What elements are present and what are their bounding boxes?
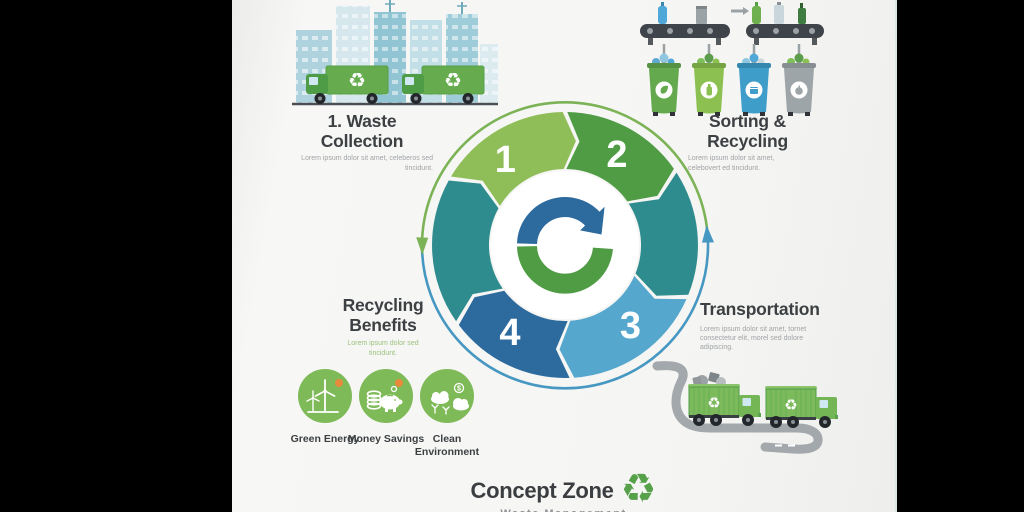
road-path: [652, 361, 823, 454]
ring-segment-6: [432, 180, 503, 322]
recycling-bin-light-green: [692, 53, 726, 116]
transportation-illustration: ♻ ♻: [652, 361, 838, 454]
sorting-conveyor-illustration: [640, 2, 824, 116]
can-icon: [750, 87, 758, 94]
cycle-diagram: 1 2 3 4: [415, 95, 715, 395]
garbage-truck-icon: ♻: [306, 65, 389, 104]
step-4-title: Recycling Benefits: [342, 295, 424, 335]
step-3-description: Lorem ipsum dolor sit amet, tornet conse…: [700, 325, 807, 352]
brand-subtitle: Waste Management: [232, 508, 895, 512]
piggy-bank-icon: [359, 369, 413, 423]
apple-icon: [795, 85, 803, 95]
recycle-logo-icon: ♻: [620, 466, 657, 512]
ring-segment-3: [628, 172, 698, 296]
step-3-block: Transportation Lorem ipsum dolor sit ame…: [700, 299, 860, 353]
step-number-2: 2: [606, 134, 627, 176]
step-number-4: 4: [499, 312, 520, 354]
recycle-loop-blue-arc: [517, 197, 603, 245]
step-4-block: Recycling Benefits Lorem ipsum dolor sed…: [298, 295, 468, 358]
step-2-description: Lorem ipsum dolor sit amet, celebovert e…: [688, 155, 775, 172]
recycle-symbol-icon: ♻: [784, 396, 797, 414]
clean-environment-icon: $: [420, 369, 474, 423]
sun-icon: [335, 379, 343, 387]
bottle-icon: [706, 84, 712, 96]
infographic-page: ♻ ♻: [232, 0, 897, 512]
recycling-bin-blue: [737, 53, 771, 116]
step-number-1: 1: [495, 139, 516, 181]
benefit-label: Money Savings: [347, 433, 425, 445]
outer-ring-green-arc: [420, 101, 710, 241]
dollar-icon: $: [457, 386, 461, 393]
step-number-3: 3: [620, 305, 641, 347]
recycle-symbol-icon: ♻: [707, 394, 720, 412]
ring-segment-4: [559, 275, 687, 378]
ring-segment-2: [566, 112, 674, 202]
transport-truck-icon: ♻: [765, 386, 838, 428]
sun-icon: [395, 379, 403, 387]
recycling-bin-green: [647, 53, 681, 116]
footer-brand-row: Concept Zone ♻: [232, 469, 895, 509]
plants-icon: [431, 404, 450, 415]
wind-turbine-icon: [298, 369, 352, 423]
leaf-icon: [660, 85, 668, 94]
cycle-ring-svg: 1 2 3 4: [416, 101, 714, 390]
recycle-symbol-icon: ♻: [348, 68, 366, 92]
transfer-arrow-icon: [731, 7, 749, 15]
step-3-title: Transportation: [700, 299, 820, 319]
benefit-label: Clean Environment: [414, 433, 480, 458]
recycling-bin-gray: [782, 53, 816, 116]
step-2-block: Sorting & Recycling Lorem ipsum dolor si…: [670, 111, 825, 173]
step-1-description: Lorem ipsum dolor sit amet, celeberos se…: [301, 155, 433, 172]
conveyor-items: [658, 2, 806, 24]
benefit-label: Green Energy: [290, 433, 360, 445]
down-arrow-icons: [660, 44, 803, 66]
outer-ring-green-arrowhead: [416, 237, 429, 255]
recycle-loop-green-arc: [517, 245, 613, 294]
step-2-title: Sorting & Recycling: [707, 111, 788, 151]
ring-segment-1: [451, 112, 576, 206]
recycle-symbol-icon: ♻: [444, 68, 462, 92]
step-1-block: 1. Waste Collection Lorem ipsum dolor si…: [287, 111, 437, 173]
recycle-loop-arrowhead: [580, 206, 605, 235]
outer-ring-blue-arc: [420, 239, 710, 390]
benefit-money-savings: Money Savings: [346, 367, 426, 446]
benefit-clean-environment: $ Clean Environment: [407, 367, 487, 458]
transport-truck-icon: ♻: [688, 384, 761, 426]
step-1-title: 1. Waste Collection: [320, 111, 404, 151]
garbage-truck-icon: ♻: [402, 65, 485, 104]
outer-ring-blue-arrowhead: [702, 225, 714, 243]
center-white-circle: [491, 171, 639, 319]
brand-name: Concept Zone: [470, 478, 614, 503]
step-4-description: Lorem ipsum dolor sed tincidunt.: [347, 340, 419, 357]
city-waste-collection-illustration: ♻ ♻: [292, 0, 498, 106]
ring-segment-5: [458, 290, 570, 378]
conveyor-belts: [640, 24, 824, 45]
benefit-green-energy: Green Energy: [285, 367, 365, 446]
